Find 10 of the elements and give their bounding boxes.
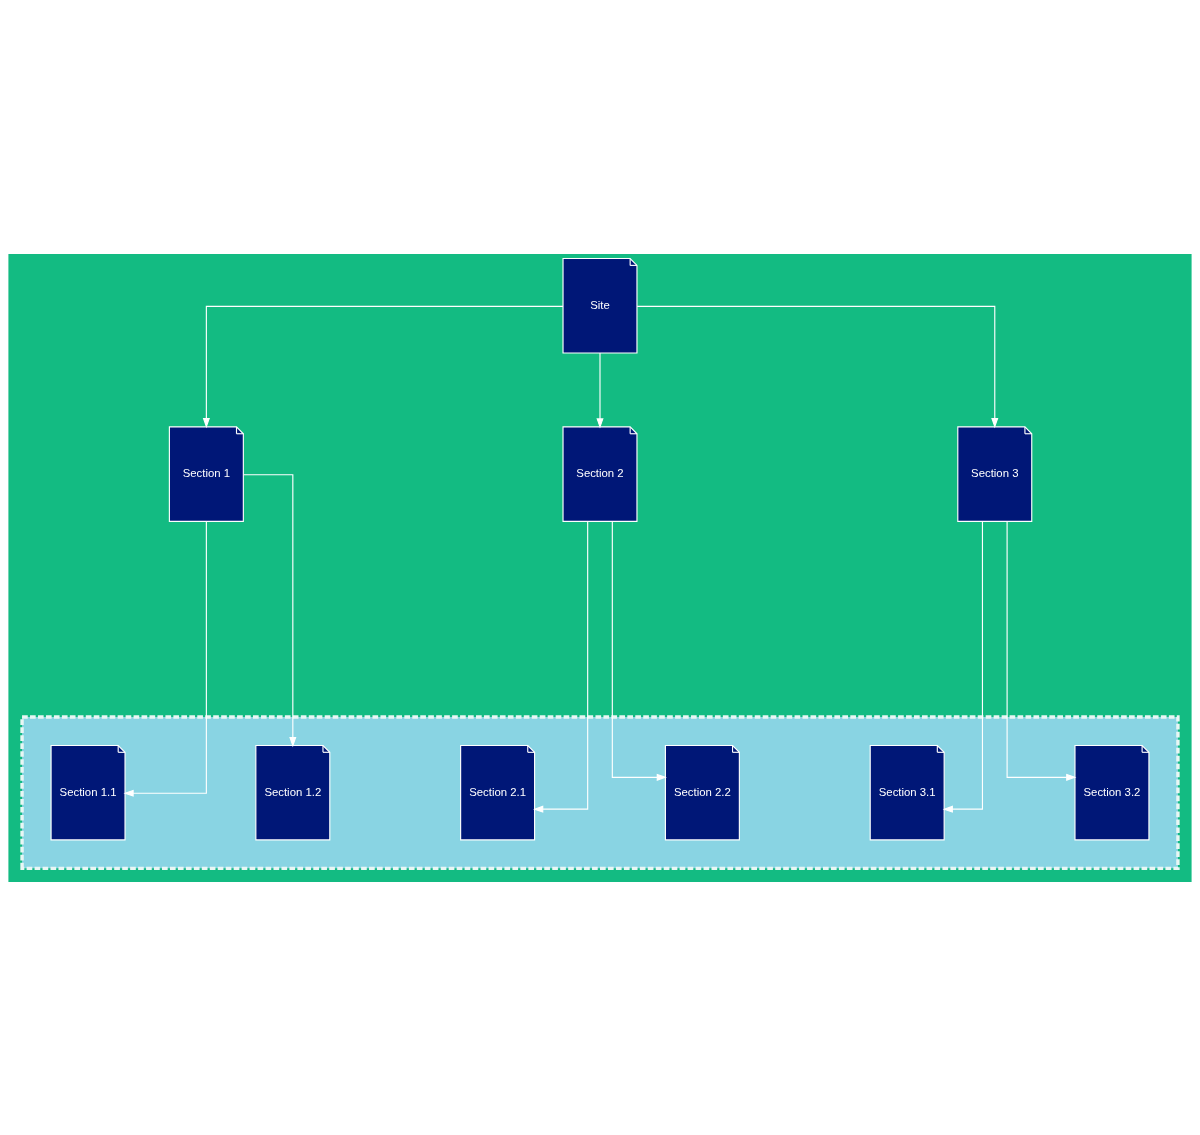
arrow — [636, 305, 999, 428]
arrow — [942, 520, 984, 813]
arrow — [123, 520, 207, 797]
arrow — [533, 520, 589, 813]
arrow — [596, 352, 604, 429]
arrow — [1006, 520, 1077, 781]
arrow — [611, 520, 667, 781]
cluster — [20, 714, 1180, 870]
arrow — [202, 305, 564, 428]
arrow — [242, 473, 297, 747]
